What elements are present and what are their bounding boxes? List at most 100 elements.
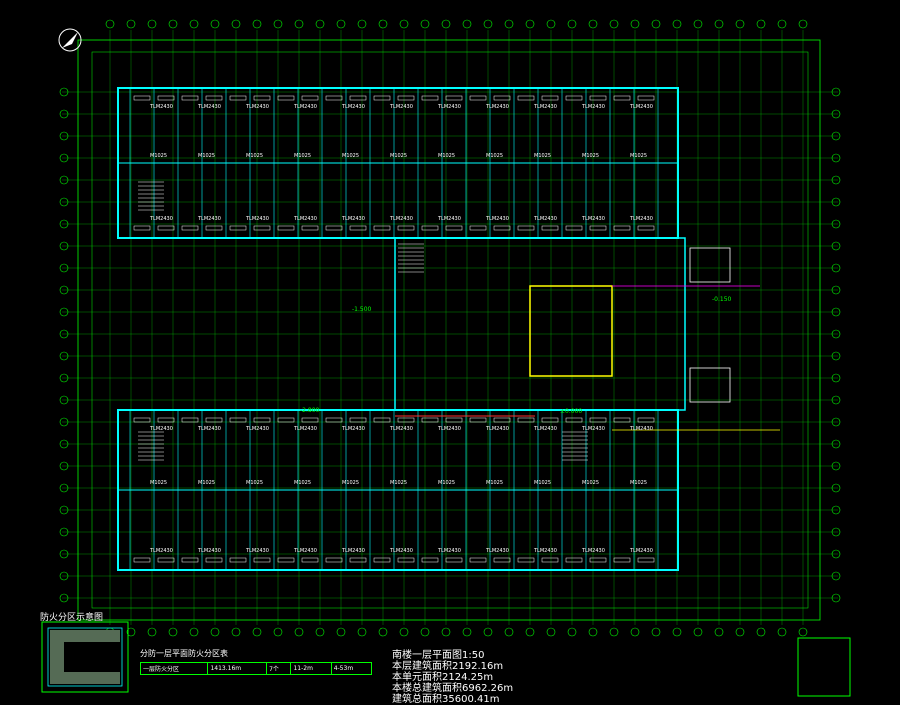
axis-bubble (735, 627, 745, 637)
window-mark (493, 95, 511, 101)
window-mark (373, 557, 391, 563)
window-mark (349, 225, 367, 231)
axis-bubble (525, 19, 535, 29)
door-tag: M1025 (198, 153, 215, 159)
window-mark (445, 557, 463, 563)
window-mark (349, 95, 367, 101)
door-tag: M1025 (438, 153, 455, 159)
axis-bubble (831, 593, 841, 603)
pool-room (689, 247, 731, 283)
window-mark (637, 95, 655, 101)
window-mark (325, 557, 343, 563)
window-tag: TLM2430 (245, 548, 269, 554)
window-mark (421, 95, 439, 101)
axis-bubble (525, 627, 535, 637)
axis-bubble (831, 351, 841, 361)
axis-bubble (798, 19, 808, 29)
window-mark (181, 417, 199, 423)
dimension-frame (91, 51, 809, 609)
window-mark (637, 225, 655, 231)
window-mark (565, 417, 583, 423)
window-tag: TLM2430 (533, 426, 557, 432)
window-mark (133, 557, 151, 563)
axis-bubble (59, 175, 69, 185)
window-mark (493, 557, 511, 563)
axis-bubble (567, 19, 577, 29)
axis-bubble (336, 627, 346, 637)
window-mark (541, 557, 559, 563)
axis-bubble (59, 483, 69, 493)
axis-bubble (831, 527, 841, 537)
window-mark (397, 95, 415, 101)
window-mark (301, 95, 319, 101)
door-tag: M1025 (342, 480, 359, 486)
window-tag: TLM2430 (389, 104, 413, 110)
window-tag: TLM2430 (485, 426, 509, 432)
window-mark (565, 95, 583, 101)
window-mark (277, 225, 295, 231)
window-mark (229, 417, 247, 423)
door-tag: M1025 (294, 153, 311, 159)
axis-bubble (504, 19, 514, 29)
door-tag: M1025 (390, 480, 407, 486)
axis-bubble (59, 461, 69, 471)
wall-layer (117, 87, 780, 571)
window-mark (613, 95, 631, 101)
axis-bubble (831, 549, 841, 559)
window-tag: TLM2430 (149, 216, 173, 222)
window-mark (565, 557, 583, 563)
axis-bubble (59, 241, 69, 251)
axis-bubble (798, 627, 808, 637)
window-mark (325, 95, 343, 101)
axis-bubble (59, 329, 69, 339)
window-mark (541, 417, 559, 423)
axis-bubble (777, 627, 787, 637)
window-tag: TLM2430 (293, 426, 317, 432)
window-mark (469, 557, 487, 563)
window-tag: TLM2430 (341, 426, 365, 432)
door-tag: M1025 (246, 480, 263, 486)
window-mark (589, 225, 607, 231)
axis-bubble (168, 19, 178, 29)
tag-layer: TLM2430M1025TLM2430TLM2430M1025TLM2430TL… (149, 104, 653, 554)
axis-bubble (59, 527, 69, 537)
highlight-room (529, 285, 613, 377)
window-mark (469, 95, 487, 101)
axis-bubble (504, 627, 514, 637)
window-tag: TLM2430 (581, 216, 605, 222)
window-tag: TLM2430 (197, 104, 221, 110)
axis-bubble (609, 19, 619, 29)
axis-bubble (399, 19, 409, 29)
area-line: 本单元面积2124.25m (392, 672, 494, 683)
window-tag: TLM2430 (245, 216, 269, 222)
window-mark (445, 417, 463, 423)
axis-bubble (189, 19, 199, 29)
fire-zone-title: 防火分区示意图 (40, 613, 104, 623)
window-mark (373, 417, 391, 423)
window-tag: TLM2430 (197, 426, 221, 432)
axis-bubble (126, 627, 136, 637)
window-mark (277, 95, 295, 101)
window-tag: TLM2430 (437, 216, 461, 222)
pool-room (689, 367, 731, 403)
drawing-title-block: 南楼一层平面图1:50 本层建筑面积2192.16m 本单元面积2124.25m… (392, 650, 513, 705)
door-tag: M1025 (486, 153, 503, 159)
axis-bubble (168, 627, 178, 637)
axis-bubble (831, 505, 841, 515)
window-mark (397, 417, 415, 423)
door-tag: M1025 (198, 480, 215, 486)
window-tag: TLM2430 (149, 426, 173, 432)
axis-bubble (315, 627, 325, 637)
axis-bubble (59, 219, 69, 229)
axis-bubble (588, 19, 598, 29)
axis-bubble (294, 627, 304, 637)
window-tag: TLM2430 (581, 426, 605, 432)
axis-bubble (273, 19, 283, 29)
axis-bubble (831, 263, 841, 273)
axis-bubble (441, 627, 451, 637)
window-mark (397, 225, 415, 231)
axis-bubble (59, 351, 69, 361)
axis-bubble (59, 439, 69, 449)
door-tag: M1025 (534, 480, 551, 486)
table-cell: 11-2m (290, 662, 332, 675)
